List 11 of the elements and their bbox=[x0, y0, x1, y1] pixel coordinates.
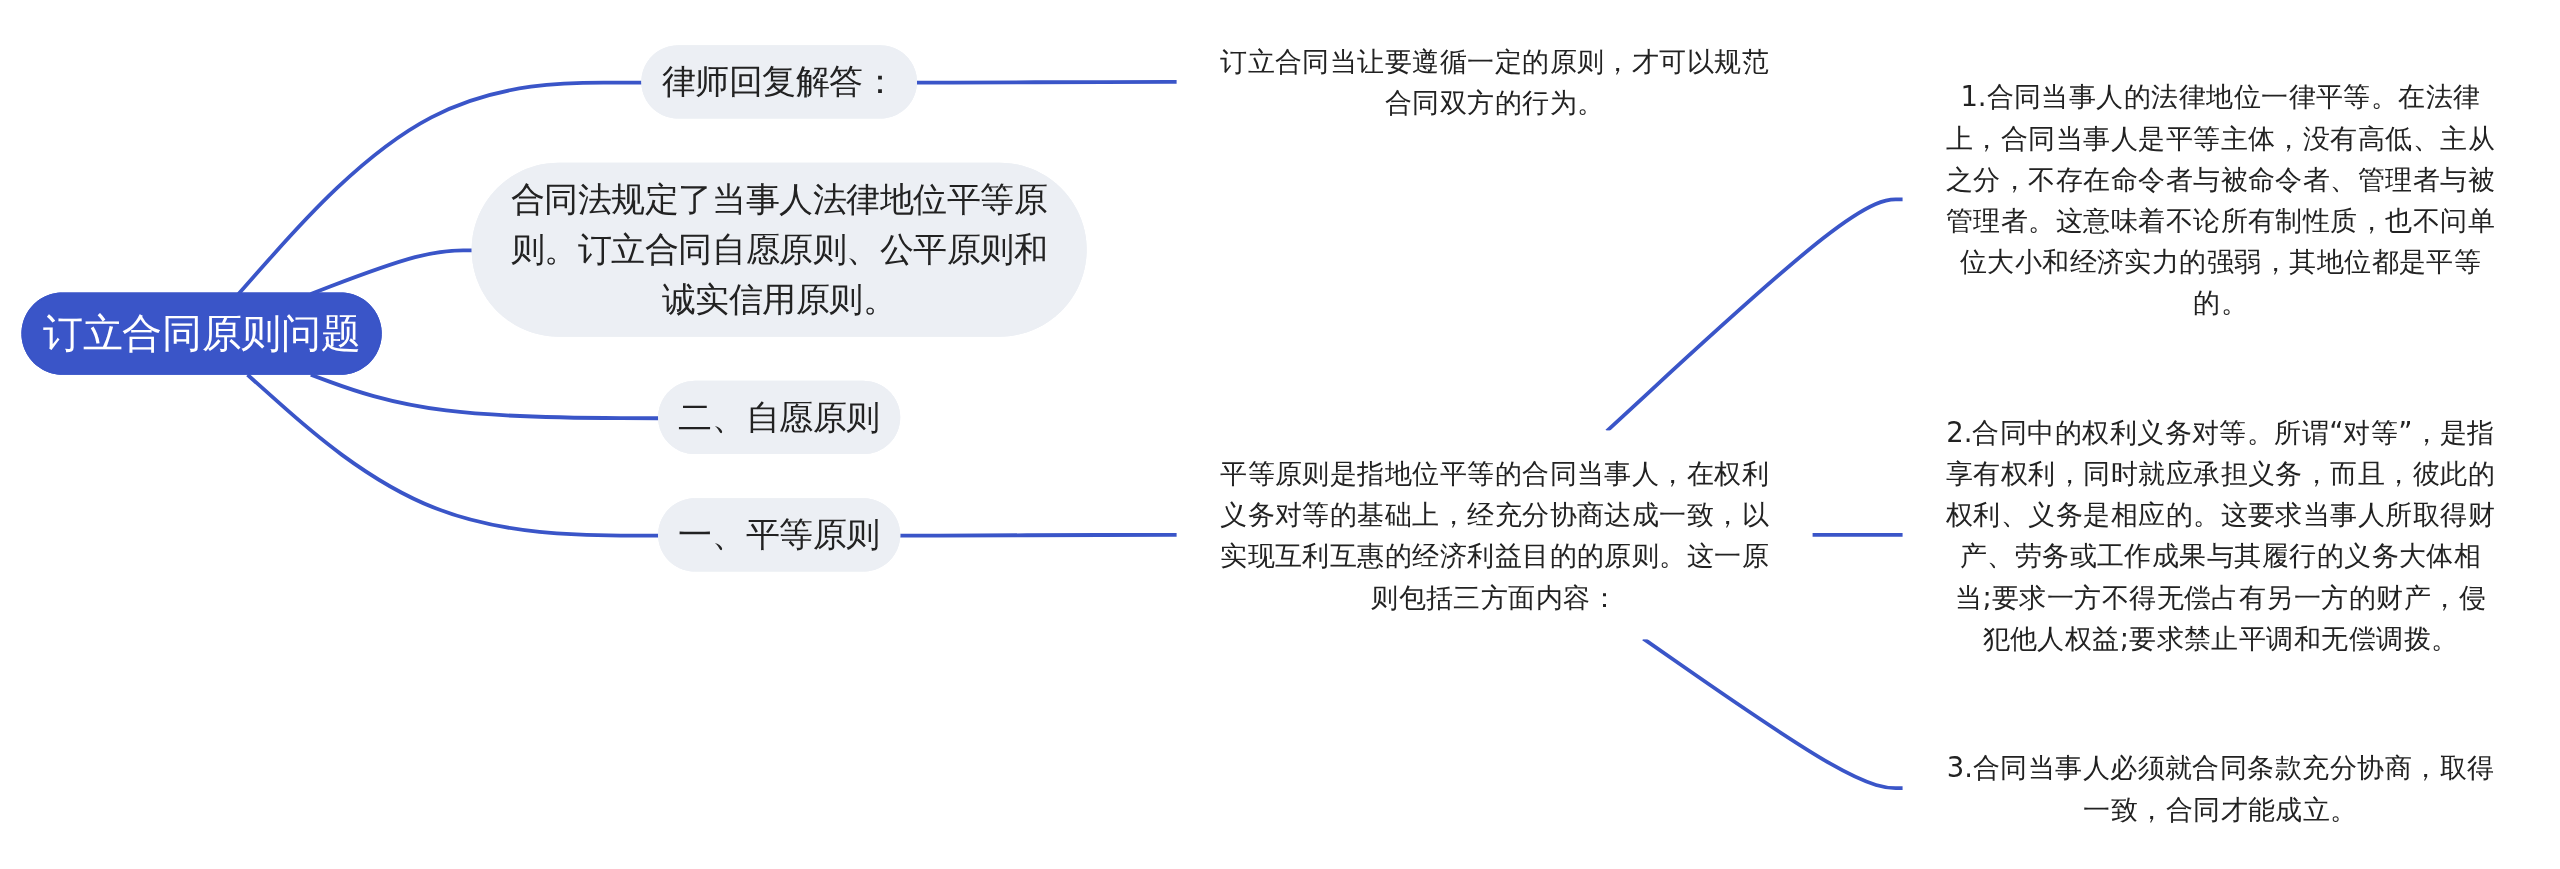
node-text: 1.合同当事人的法律地位一律平等。在法律上，合同当事人是平等主体，没有高低、主从之分，不存在命令者与被命令者、管理者与被管理者。这意味着不论所有制性质，也不问单位大小和经济实力的强弱，其地位都是平等的。 bbox=[1946, 79, 2496, 318]
mind-map: 订立合同原则问题 律师回复解答： 订立合同当让要遵循一定的原则，才可以规范合同双方的行为。 合同法规定了当事人法律地位平等原则。订立合同自愿原则、公平原则和诚实信用原则。 二、自愿原则 一、平等原则 平等原则是指地位平等的合同当事人，在权利义务对等的基础上，经充分协商达成一致，以实现互利互惠的经济利益目的的原则。这一原则包括三方面内容： 1.合同当事人的法律地位一律平等。在法律上，合同当事人是平等主体，没有高低、主从之分，不存在命令者与被命令者、管理者与被管理者。这意味着不论所有制性质，也不问单位大小和经济实力的强弱，其地位都是平等的。 2.合同中的权利义务对等。所谓“对等”，是指享有权利，同时就应承担义务，而且，彼此的权利、义务是相应的。这要求当事人所取得财产、劳务或工作成果与其履行的义务大体相当;要求一方不得无偿占有另一方的财产，侵犯他人权益;要求禁止平调和无偿调拨。 3.合同当事人必须就合同条款充分协商，取得一致，合同才能成立。 bbox=[10, 4, 2550, 865]
connector bbox=[246, 372, 660, 538]
connector bbox=[900, 532, 1178, 538]
connector bbox=[1811, 532, 1904, 537]
connector bbox=[310, 372, 660, 420]
node-text: 3.合同当事人必须就合同条款充分协商，取得一致，合同才能成立。 bbox=[1946, 750, 2495, 825]
node-text: 2.合同中的权利义务对等。所谓“对等”，是指享有权利，同时就应承担义务，而且，彼此的权利、义务是相应的。这要求当事人所取得财产、劳务或工作成果与其履行的义务大体相当;要求一方不得无偿占有另一方的财产，侵犯他人权益;要求禁止平调和无偿调拨。 bbox=[1946, 415, 2496, 654]
node-text: 平等原则是指地位平等的合同当事人，在权利义务对等的基础上，经充分协商达成一致，以实现互利互惠的经济利益目的的原则。这一原则包括三方面内容： bbox=[1220, 456, 1770, 613]
node-text: 订立合同当让要遵循一定的原则，才可以规范合同双方的行为。 bbox=[1220, 44, 1770, 119]
connector bbox=[916, 79, 1178, 85]
